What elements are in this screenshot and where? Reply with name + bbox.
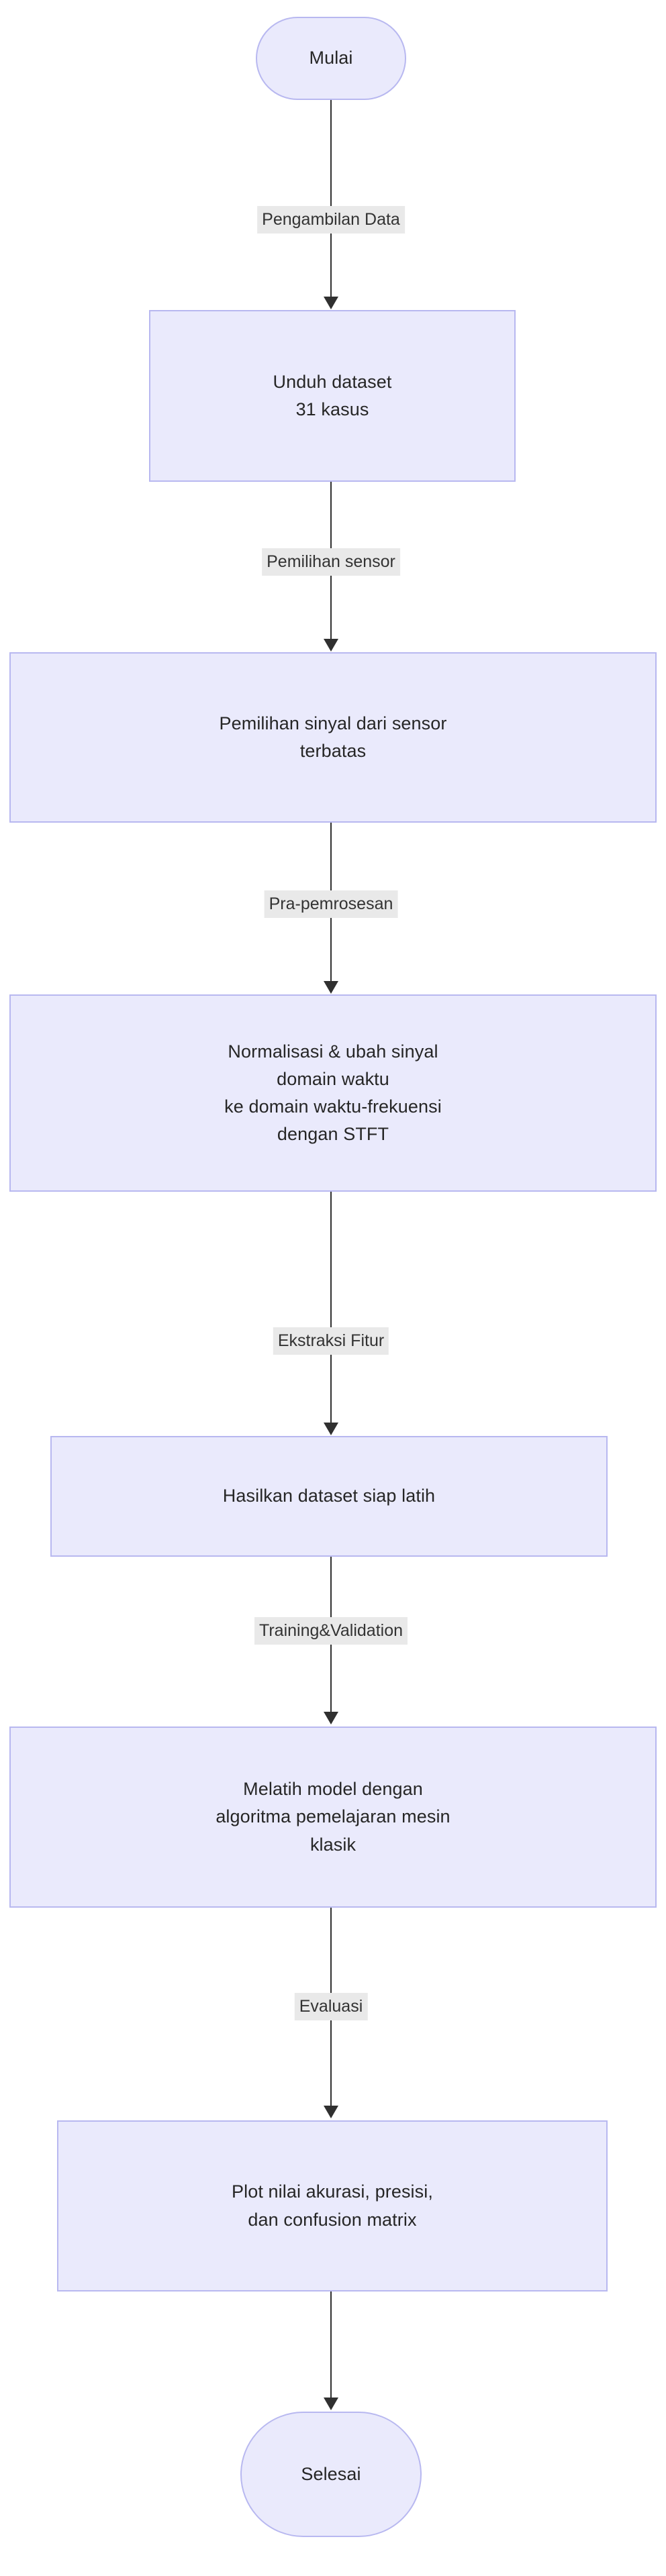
edge-label-pemilihan-sensor: Pemilihan sensor bbox=[262, 548, 400, 576]
node-selesai[interactable]: Selesai bbox=[240, 2412, 422, 2537]
edge-plot-selesai-arrow bbox=[324, 2398, 338, 2410]
node-pemilihan-sinyal[interactable]: Pemilihan sinyal dari sensor terbatas bbox=[9, 652, 657, 823]
node-normalisasi-stft[interactable]: Normalisasi & ubah sinyal domain waktu k… bbox=[9, 994, 657, 1192]
node-plot-evaluasi-label: Plot nilai akurasi, presisi, dan confusi… bbox=[232, 2181, 433, 2230]
edge-label-pra-pemrosesan: Pra-pemrosesan bbox=[264, 890, 398, 918]
edge-mulai-unduh-line bbox=[330, 100, 332, 298]
edge-hasilkan-melatih-arrow bbox=[324, 1712, 338, 1724]
edge-melatih-plot-arrow bbox=[324, 2106, 338, 2118]
edge-label-pengambilan-data: Pengambilan Data bbox=[257, 206, 405, 234]
node-hasilkan-dataset-label: Hasilkan dataset siap latih bbox=[222, 1486, 436, 1506]
edge-label-training-validation: Training&Validation bbox=[254, 1617, 408, 1645]
node-mulai-label: Mulai bbox=[309, 48, 353, 68]
node-mulai[interactable]: Mulai bbox=[256, 17, 406, 100]
edge-unduh-pemilihan-arrow bbox=[324, 639, 338, 652]
node-melatih-model[interactable]: Melatih model dengan algoritma pemelajar… bbox=[9, 1727, 657, 1908]
edge-normalisasi-hasilkan-arrow bbox=[324, 1423, 338, 1435]
edge-normalisasi-hasilkan-line bbox=[330, 1192, 332, 1424]
node-melatih-model-label: Melatih model dengan algoritma pemelajar… bbox=[216, 1779, 450, 1855]
edge-label-evaluasi: Evaluasi bbox=[294, 1993, 368, 2020]
node-unduh-dataset-label: Unduh dataset 31 kasus bbox=[273, 371, 392, 419]
edge-plot-selesai-line bbox=[330, 2291, 332, 2399]
edge-label-ekstraksi-fitur: Ekstraksi Fitur bbox=[273, 1327, 389, 1355]
node-pemilihan-sinyal-label: Pemilihan sinyal dari sensor terbatas bbox=[219, 713, 447, 761]
node-hasilkan-dataset[interactable]: Hasilkan dataset siap latih bbox=[50, 1436, 608, 1557]
node-plot-evaluasi[interactable]: Plot nilai akurasi, presisi, dan confusi… bbox=[57, 2120, 608, 2291]
node-selesai-label: Selesai bbox=[301, 2463, 361, 2484]
edge-mulai-unduh-arrow bbox=[324, 297, 338, 309]
edge-pemilihan-normalisasi-arrow bbox=[324, 981, 338, 994]
node-unduh-dataset[interactable]: Unduh dataset 31 kasus bbox=[149, 310, 516, 482]
node-normalisasi-stft-label: Normalisasi & ubah sinyal domain waktu k… bbox=[224, 1041, 442, 1145]
